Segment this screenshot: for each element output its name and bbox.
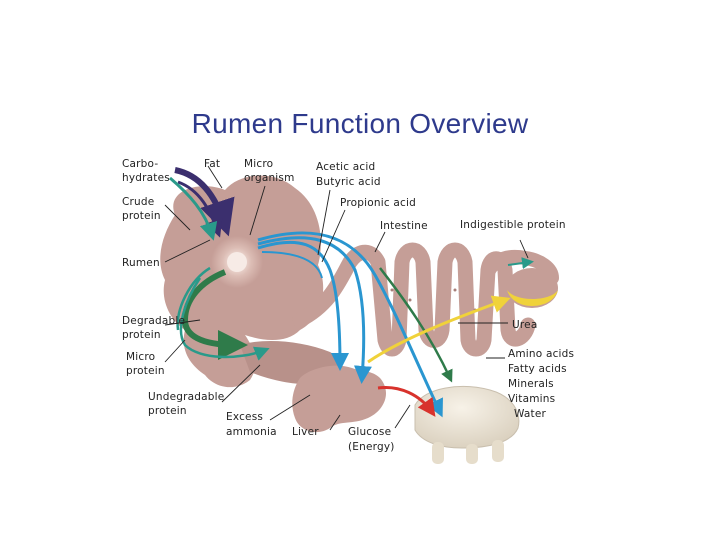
label-glucose-2: (Energy) xyxy=(348,441,395,453)
label-carbohydrates-1: Carbo- xyxy=(122,158,158,170)
propionic-arrow-1 xyxy=(257,240,349,371)
amino-acids-arrow xyxy=(379,267,453,383)
label-liver: Liver xyxy=(292,426,319,438)
urea-arrow xyxy=(367,295,511,364)
label-rumen: Rumen xyxy=(122,257,160,269)
label-butyric-acid: Butyric acid xyxy=(316,176,381,188)
glucose-arrow xyxy=(377,385,436,417)
label-fatty-acids: Fatty acids xyxy=(508,363,567,375)
diagram-labels: Carbo- hydrates Fat Micro organism Aceti… xyxy=(122,158,574,453)
label-intestine: Intestine xyxy=(380,220,428,232)
propionic-arrow-3 xyxy=(257,231,443,418)
undegradable-protein-arrow xyxy=(179,277,270,361)
acetic-arrow xyxy=(261,251,323,279)
label-excess-ammonia-1: Excess xyxy=(226,411,263,423)
label-excess-ammonia-2: ammonia xyxy=(226,426,277,438)
degradable-protein-arrow xyxy=(181,269,248,360)
label-carbohydrates-2: hydrates xyxy=(122,172,170,184)
flow-arrows xyxy=(169,167,534,418)
label-degradable-protein-2: protein xyxy=(122,329,161,341)
slide-title: Rumen Function Overview xyxy=(191,108,529,139)
leader-lines xyxy=(164,165,529,431)
indigestible-fill xyxy=(507,290,558,306)
label-vitamins: Vitamins xyxy=(508,393,555,405)
crude-protein-arrow xyxy=(169,176,218,241)
label-microorganism-1: Micro xyxy=(244,158,273,170)
label-micro-protein-2: protein xyxy=(126,365,165,377)
liver-shape xyxy=(292,365,387,433)
label-crude-protein-2: protein xyxy=(122,210,161,222)
label-glucose-1: Glucose xyxy=(348,426,391,438)
cow-body-icon xyxy=(414,385,520,464)
label-crude-protein-1: Crude xyxy=(122,196,154,208)
label-water: Water xyxy=(514,408,547,420)
fat-arrow xyxy=(174,167,235,237)
label-urea: Urea xyxy=(512,319,537,331)
label-undegradable-protein-2: protein xyxy=(148,405,187,417)
label-undegradable-protein-1: Undegradable xyxy=(148,391,224,403)
propionic-arrow-2 xyxy=(257,236,372,384)
micro-protein-arrow xyxy=(176,266,211,331)
intestine-texture xyxy=(390,288,477,312)
label-indigestible-protein: Indigestible protein xyxy=(460,219,566,231)
label-minerals: Minerals xyxy=(508,378,554,390)
label-acetic-acid: Acetic acid xyxy=(316,161,375,173)
label-amino-acids: Amino acids xyxy=(508,348,574,360)
label-fat: Fat xyxy=(204,158,220,170)
label-micro-protein-1: Micro xyxy=(126,351,155,363)
label-microorganism-2: organism xyxy=(244,172,295,184)
indigestible-arrow xyxy=(507,257,534,270)
label-degradable-protein-1: Degradable xyxy=(122,315,185,327)
label-propionic-acid: Propionic acid xyxy=(340,197,416,209)
